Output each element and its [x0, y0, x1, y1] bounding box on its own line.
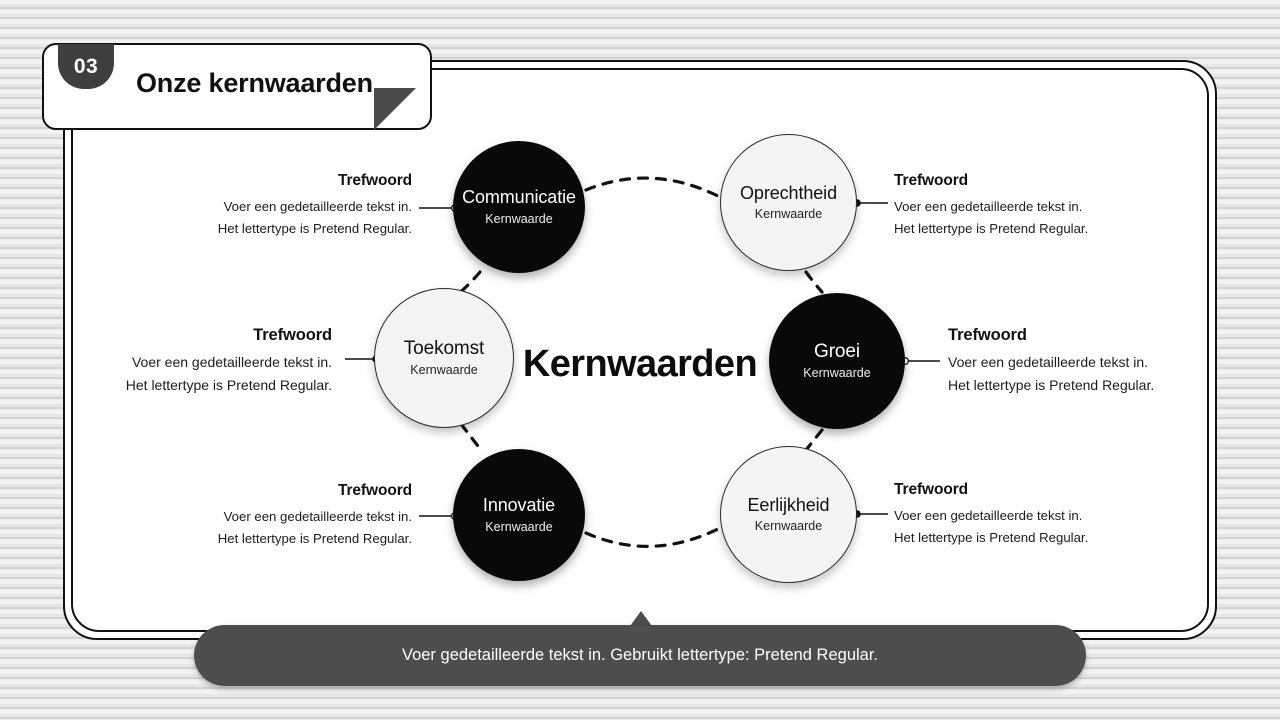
- node-communicatie[interactable]: Communicatie Kernwaarde: [453, 141, 585, 273]
- callout-toekomst: Trefwoord Voer een gedetailleerde tekst …: [110, 326, 332, 397]
- callout-innovatie-keyword: Trefwoord: [337, 482, 412, 499]
- callout-oprechtheid: Trefwoord Voer een gedetailleerde tekst …: [894, 172, 1134, 240]
- callout-groei: Trefwoord Voer een gedetailleerde tekst …: [948, 326, 1188, 397]
- node-oprechtheid[interactable]: Oprechtheid Kernwaarde: [720, 134, 857, 271]
- callout-oprechtheid-keyword: Trefwoord: [894, 172, 969, 189]
- node-innovatie[interactable]: Innovatie Kernwaarde: [453, 449, 585, 581]
- callout-eerlijkheid: Trefwoord Voer een gedetailleerde tekst …: [894, 481, 1134, 549]
- node-toekomst-subtitle: Kernwaarde: [410, 363, 478, 378]
- node-innovatie-subtitle: Kernwaarde: [485, 519, 553, 534]
- node-eerlijkheid[interactable]: Eerlijkheid Kernwaarde: [720, 446, 857, 583]
- callout-communicatie-keyword: Trefwoord: [337, 172, 412, 189]
- callout-communicatie-line1: Voer een gedetailleerde tekst in.: [223, 199, 412, 214]
- node-groei-title: Groei: [814, 340, 860, 362]
- callout-innovatie: Trefwoord Voer een gedetailleerde tekst …: [180, 482, 412, 550]
- node-toekomst-title: Toekomst: [403, 337, 485, 359]
- title-card-fold-corner: [374, 88, 416, 130]
- callout-oprechtheid-line1: Voer een gedetailleerde tekst in.: [894, 199, 1083, 214]
- page-title: Onze kernwaarden: [136, 68, 373, 98]
- callout-communicatie: Trefwoord Voer een gedetailleerde tekst …: [180, 172, 412, 240]
- diagram-center-label: Kernwaarden: [522, 343, 758, 385]
- caption-bar: Voer gedetailleerde tekst in. Gebruikt l…: [194, 625, 1086, 686]
- caption-text: Voer gedetailleerde tekst in. Gebruikt l…: [401, 646, 879, 664]
- node-eerlijkheid-subtitle: Kernwaarde: [754, 519, 823, 534]
- node-oprechtheid-title: Oprechtheid: [740, 182, 837, 203]
- node-toekomst[interactable]: Toekomst Kernwaarde: [374, 288, 514, 428]
- node-eerlijkheid-title: Eerlijkheid: [747, 494, 830, 515]
- callout-eerlijkheid-line1: Voer een gedetailleerde tekst in.: [894, 508, 1083, 523]
- callout-groei-line2: Het lettertype is Pretend Regular.: [948, 377, 1155, 394]
- callout-groei-keyword: Trefwoord: [948, 326, 1027, 344]
- callout-eerlijkheid-line2: Het lettertype is Pretend Regular.: [894, 529, 1089, 545]
- node-communicatie-title: Communicatie: [462, 187, 576, 208]
- node-innovatie-title: Innovatie: [482, 495, 556, 516]
- callout-innovatie-line2: Het lettertype is Pretend Regular.: [217, 530, 412, 546]
- callout-toekomst-line1: Voer een gedetailleerde tekst in.: [131, 354, 332, 370]
- callout-communicatie-line2: Het lettertype is Pretend Regular.: [217, 220, 412, 236]
- caption-notch-triangle: [630, 611, 652, 626]
- callout-eerlijkheid-keyword: Trefwoord: [894, 481, 969, 498]
- node-groei-subtitle: Kernwaarde: [803, 366, 871, 381]
- callout-toekomst-line2: Het lettertype is Pretend Regular.: [125, 377, 332, 394]
- node-oprechtheid-subtitle: Kernwaarde: [754, 207, 823, 222]
- callout-oprechtheid-line2: Het lettertype is Pretend Regular.: [894, 220, 1089, 236]
- section-number-badge: 03: [58, 44, 114, 89]
- callout-innovatie-line1: Voer een gedetailleerde tekst in.: [223, 509, 412, 524]
- callout-toekomst-keyword: Trefwoord: [253, 326, 332, 344]
- node-communicatie-subtitle: Kernwaarde: [485, 211, 553, 226]
- callout-groei-line1: Voer een gedetailleerde tekst in.: [948, 354, 1149, 370]
- node-groei[interactable]: Groei Kernwaarde: [769, 293, 905, 429]
